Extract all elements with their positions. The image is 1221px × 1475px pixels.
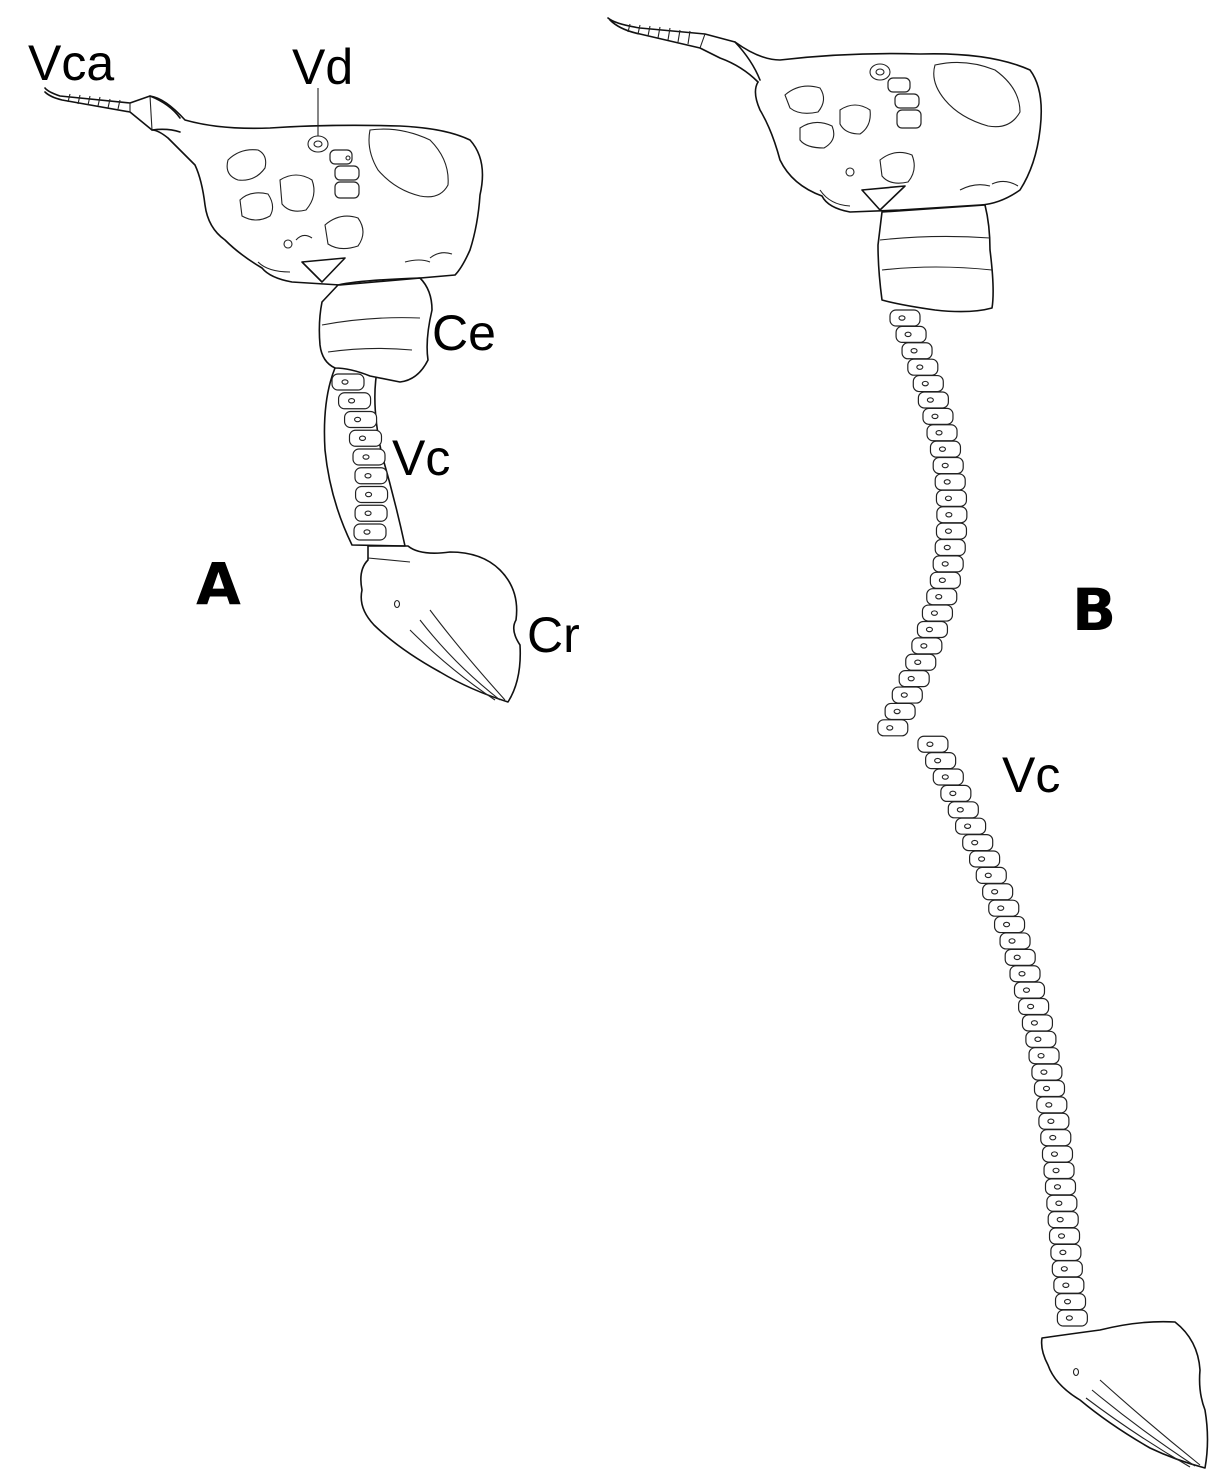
vc-label-b: Vc: [1002, 747, 1060, 803]
panel-a-claw: [361, 546, 520, 702]
cr-label: Cr: [527, 607, 580, 663]
panel-a-ce-segment: [319, 278, 432, 382]
panel-a: Vca Vd Ce Vc Cr A: [28, 35, 580, 702]
panel-b-vd-stack: [870, 64, 921, 128]
panel-b-label: B: [1072, 576, 1116, 644]
vc-label: Vc: [392, 430, 450, 486]
panel-a-label: A: [196, 550, 241, 618]
panel-b: Vc B: [608, 18, 1208, 1468]
vd-label: Vd: [292, 39, 353, 95]
panel-a-vc-segments: [332, 374, 388, 540]
panel-b-ce-segment: [878, 205, 993, 312]
panel-b-flagellum: [608, 18, 760, 82]
panel-b-claw: [1042, 1322, 1208, 1468]
ce-label: Ce: [432, 305, 496, 361]
panel-a-vd-stack: [308, 136, 359, 198]
panel-b-body: [735, 42, 1041, 212]
panel-a-body: [150, 88, 482, 285]
panel-b-vc-segments: [878, 310, 1088, 1326]
vca-label: Vca: [28, 35, 114, 91]
panel-a-flagellum: [45, 88, 180, 132]
